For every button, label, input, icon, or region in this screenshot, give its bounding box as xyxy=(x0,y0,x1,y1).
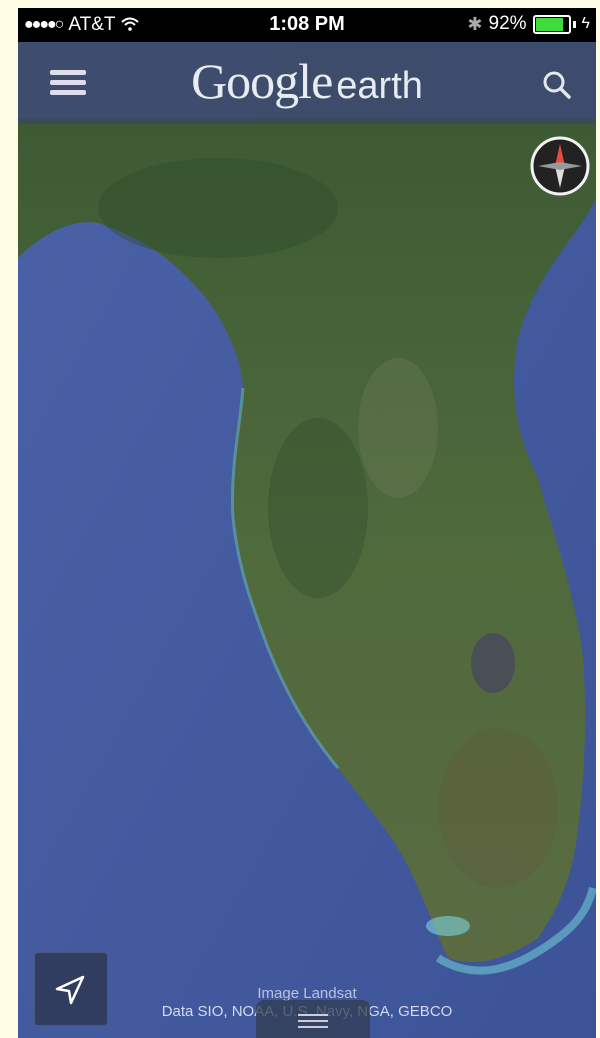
status-bar: ●●●●○ AT&T 1:08 PM ✱ 92% ϟ xyxy=(18,8,596,42)
menu-button[interactable] xyxy=(50,70,86,96)
imagery-credit: Image Landsat xyxy=(257,985,357,1002)
florida-landmass xyxy=(18,118,596,962)
clock: 1:08 PM xyxy=(269,13,345,35)
drawer-handle[interactable] xyxy=(256,1000,370,1038)
carrier-label: AT&T xyxy=(68,14,116,35)
satellite-map[interactable] xyxy=(18,8,596,1038)
battery-icon xyxy=(532,14,571,34)
battery-percent: 92% xyxy=(488,13,527,34)
search-icon xyxy=(543,71,571,99)
hamburger-icon xyxy=(50,70,86,75)
compass-icon xyxy=(530,136,590,196)
signal-strength-icon: ●●●●○ xyxy=(24,16,64,33)
drag-handle-icon xyxy=(298,1014,328,1032)
bluetooth-icon: ✱ xyxy=(467,13,483,34)
lake xyxy=(471,633,515,693)
charging-icon: ϟ xyxy=(581,15,590,32)
location-arrow-icon xyxy=(55,975,85,1005)
my-location-button[interactable] xyxy=(34,952,108,1026)
wifi-icon xyxy=(121,15,140,36)
search-button[interactable] xyxy=(540,68,574,102)
compass-button[interactable] xyxy=(530,136,590,196)
